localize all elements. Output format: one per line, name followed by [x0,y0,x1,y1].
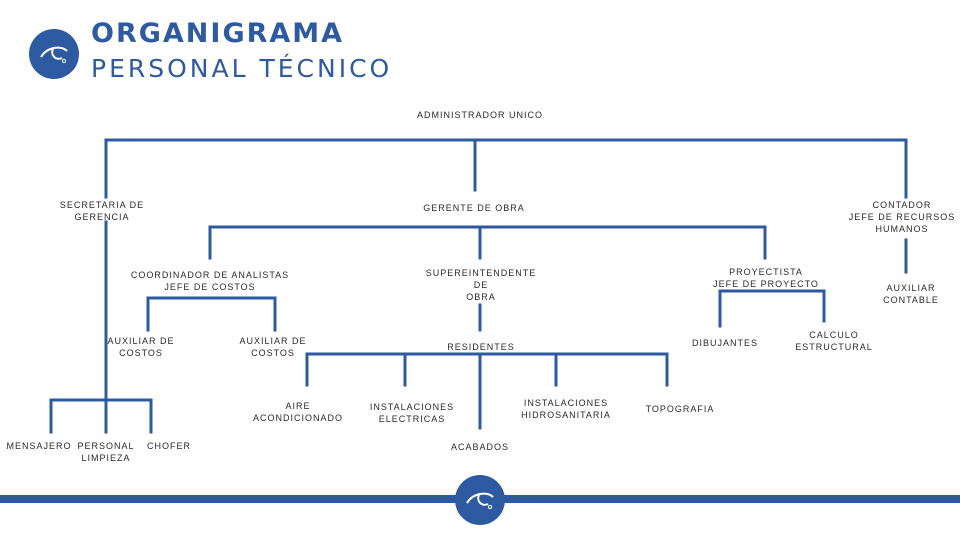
node-superintendente-obra: SUPEREINTENDENTE DE OBRA [425,268,537,302]
node-administrador-unico: ADMINISTRADOR UNICO [416,110,544,120]
node-topografia: TOPOGRAFIA [645,404,715,414]
node-instalaciones-electricas: INSTALACIONES ELECTRICAS [369,402,455,424]
node-chofer: CHOFER [147,441,191,451]
node-residentes: RESIDENTES [447,342,515,352]
node-acabados: ACABADOS [450,442,510,452]
node-personal-limpieza: PERSONAL LIMPIEZA [77,441,135,463]
node-dibujantes: DIBUJANTES [691,338,759,348]
node-contador: CONTADOR JEFE DE RECURSOS HUMANOS [848,200,956,234]
node-mensajero: MENSAJERO [6,441,72,451]
eye-circle-logo-icon [29,29,79,79]
page-title: ORGANIGRAMA [91,18,345,49]
node-calculo-estructural: CALCULO ESTRUCTURAL [795,330,873,352]
node-gerente-obra: GERENTE DE OBRA [423,203,525,213]
node-instalaciones-hidrosanitaria: INSTALACIONES HIDROSANITARIA [521,398,611,420]
node-auxiliar-contable: AUXILIAR CONTABLE [883,283,939,305]
node-coordinador-analistas: COORDINADOR DE ANALISTAS JEFE DE COSTOS [130,270,290,292]
node-proyectista: PROYECTISTA JEFE DE PROYECTO [713,267,819,289]
node-auxiliar-costos-2: AUXILIAR DE COSTOS [239,336,307,358]
page-subtitle: PERSONAL TÉCNICO [91,54,393,83]
node-aire-acondicionado: AIRE ACONDICIONADO [252,401,344,423]
node-secretaria-gerencia: SECRETARIA DE GERENCIA [59,200,145,222]
node-auxiliar-costos-1: AUXILIAR DE COSTOS [107,336,175,358]
eye-circle-logo-icon [455,475,505,525]
